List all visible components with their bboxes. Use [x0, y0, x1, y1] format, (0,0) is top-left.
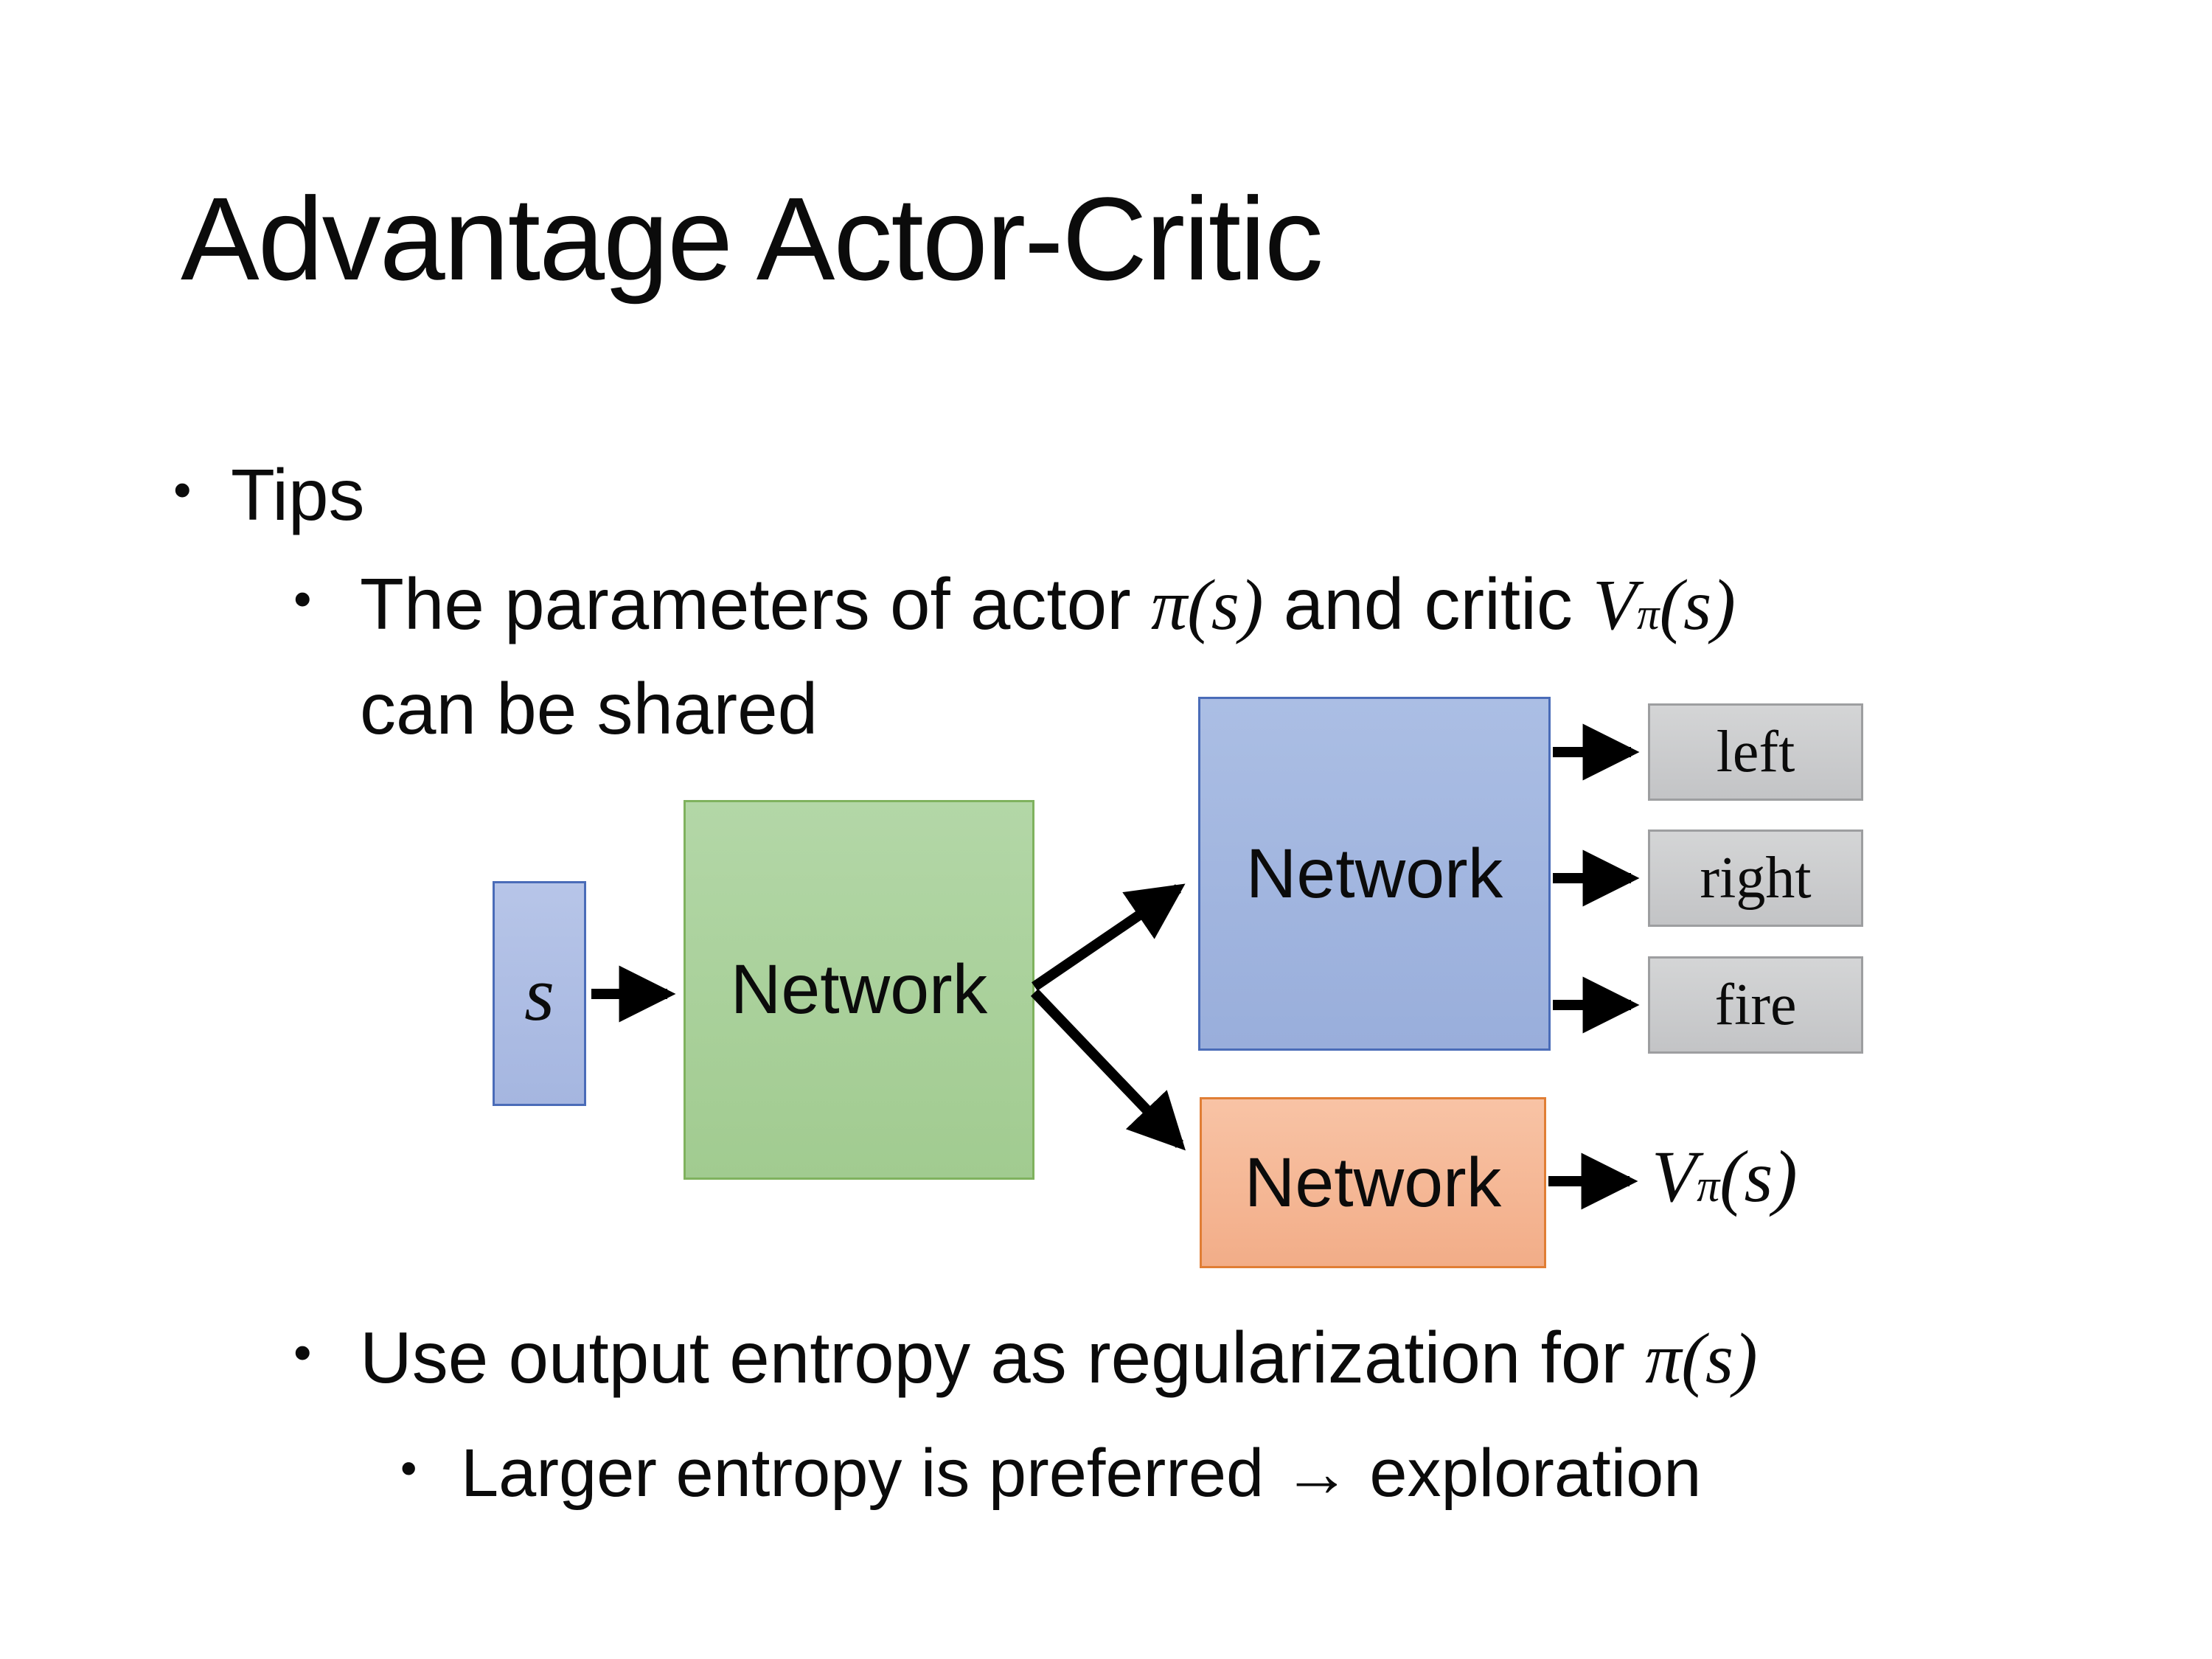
- critic-value-math: Vπ(s): [1593, 566, 1736, 645]
- bullet-dot: •: [293, 1324, 312, 1381]
- value-sup: π: [1697, 1161, 1720, 1211]
- bullet-exploration: • Larger entropy is preferred → explorat…: [400, 1432, 1702, 1514]
- actor-network-label: Network: [1245, 834, 1503, 913]
- bullet-dot: •: [400, 1441, 417, 1495]
- actor-network-box: Network: [1198, 697, 1551, 1051]
- critic-value-output: Vπ(s): [1652, 1134, 1798, 1219]
- bullet-shared-parameters: • The parameters of actor π(s) and criti…: [293, 560, 1736, 650]
- action-box-right: right: [1648, 830, 1863, 927]
- exploration-text: Larger entropy is preferred → exploratio…: [461, 1436, 1702, 1511]
- bullet-tips: • Tips: [173, 451, 365, 540]
- arrow-shared-to-critic: [1030, 989, 1186, 1151]
- shared-network-box: Network: [684, 800, 1034, 1180]
- value-args: (s): [1659, 566, 1736, 645]
- action-right-label: right: [1700, 845, 1812, 911]
- shared-text-2: and critic: [1263, 563, 1593, 644]
- critic-network-box: Network: [1200, 1097, 1546, 1268]
- bullet-shared-parameters-line2: can be shared: [360, 665, 818, 754]
- action-box-left: left: [1648, 703, 1863, 801]
- value-sup: π: [1637, 590, 1660, 639]
- entropy-text: Use output entropy as regularization for: [360, 1317, 1646, 1398]
- shared-text-1: The parameters of actor: [360, 563, 1152, 644]
- bullet-entropy-regularization: • Use output entropy as regularization f…: [293, 1314, 1758, 1404]
- state-input-label: s: [524, 950, 554, 1037]
- actor-policy-math: π(s): [1151, 566, 1264, 645]
- shared-network-label: Network: [730, 950, 988, 1029]
- state-input-box: s: [493, 881, 586, 1106]
- page-title: Advantage Actor-Critic: [181, 173, 1324, 305]
- bullet-dot: •: [173, 461, 192, 518]
- bullet-tips-label: Tips: [231, 454, 365, 535]
- policy-math: π(s): [1645, 1319, 1758, 1399]
- bullet-dot: •: [293, 570, 312, 627]
- arrow-shared-to-actor: [1032, 883, 1186, 991]
- value-v: V: [1652, 1135, 1697, 1217]
- shared-text-3: can be shared: [360, 668, 818, 749]
- action-box-fire: fire: [1648, 956, 1863, 1054]
- action-left-label: left: [1716, 719, 1795, 785]
- critic-network-label: Network: [1244, 1143, 1502, 1222]
- value-v: V: [1593, 566, 1638, 645]
- action-fire-label: fire: [1714, 972, 1797, 1037]
- value-args: (s): [1719, 1135, 1798, 1217]
